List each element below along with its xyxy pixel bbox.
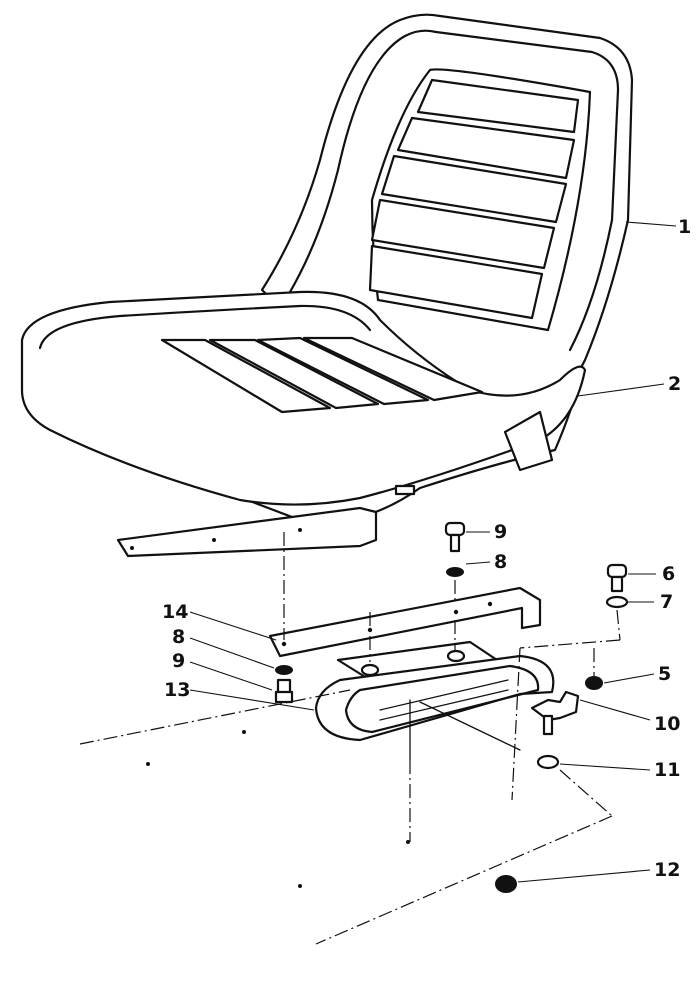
callout-5: 5 <box>658 663 671 685</box>
star-knob <box>530 690 580 722</box>
centerline <box>511 647 521 801</box>
bracket-hole <box>487 601 493 607</box>
slide-lever <box>419 701 521 751</box>
seat-back-inner-rim <box>288 29 620 352</box>
callout-1: 1 <box>678 216 691 238</box>
hex-nut <box>585 676 603 690</box>
seat-cushion-rim <box>38 304 372 350</box>
callout-9-left: 9 <box>172 650 185 672</box>
slide-assembly <box>314 640 555 761</box>
speck <box>298 884 302 888</box>
leader-line <box>189 661 273 691</box>
back-rib-4 <box>370 198 556 270</box>
bracket-hole <box>453 609 459 615</box>
bolt-shank <box>449 533 461 553</box>
flat-washer <box>536 754 560 770</box>
callout-13: 13 <box>164 679 190 701</box>
seat-rib-4 <box>302 336 484 402</box>
seat-mount-rail <box>116 506 378 558</box>
specks <box>146 730 410 888</box>
leader-line <box>577 383 665 397</box>
bolt-head <box>606 563 628 579</box>
bracket-hole <box>281 641 287 647</box>
centerline <box>559 769 613 817</box>
hex-nut <box>495 875 517 893</box>
leader-line <box>579 699 651 721</box>
upper-bracket <box>268 586 542 658</box>
centerline <box>79 689 351 745</box>
callout-9-top: 9 <box>494 521 507 543</box>
back-rib-1 <box>416 78 580 134</box>
leader-line <box>189 689 315 711</box>
centerline <box>315 815 613 945</box>
seat-rear-bracket <box>503 410 554 472</box>
callout-12: 12 <box>654 859 680 881</box>
speck <box>242 730 246 734</box>
callout-10: 10 <box>654 713 680 735</box>
slide-slot <box>446 649 466 663</box>
seat-assembly <box>20 13 634 558</box>
upper-bracket-plate <box>268 586 542 658</box>
lock-washer <box>275 665 293 675</box>
back-rib-2 <box>396 116 576 180</box>
seat-rib-1 <box>160 338 332 414</box>
callout-7: 7 <box>660 591 673 613</box>
callout-11: 11 <box>654 759 680 781</box>
lock-washer <box>446 567 464 577</box>
back-rib-3 <box>380 154 568 224</box>
leader-line <box>603 673 655 684</box>
knob-stud <box>542 714 554 736</box>
seat-rib-3 <box>256 336 430 406</box>
rail-hole <box>298 528 302 532</box>
leader-line <box>189 637 275 669</box>
bolt-head <box>444 521 466 537</box>
leader-line <box>625 221 677 227</box>
centerline <box>519 639 621 649</box>
speck <box>406 840 410 844</box>
callout-14: 14 <box>162 601 188 623</box>
slide-slot-track <box>344 664 540 734</box>
rail-hole <box>130 546 134 550</box>
callout-2: 2 <box>668 373 681 395</box>
slide-body <box>314 654 555 742</box>
bolt-head <box>274 690 294 704</box>
slide-slot-line <box>379 679 509 711</box>
seat-clip <box>394 484 416 496</box>
leader-lines <box>189 221 677 883</box>
callout-6: 6 <box>662 563 675 585</box>
speck <box>146 762 150 766</box>
leader-line <box>465 561 491 565</box>
slide-slot <box>360 663 380 677</box>
flat-washer <box>605 595 629 609</box>
rail-hole <box>212 538 216 542</box>
slide-slot-line <box>379 689 509 721</box>
callout-8-left: 8 <box>172 626 185 648</box>
centerlines <box>79 532 621 945</box>
callouts: 1 2 5 6 7 8 8 9 9 10 11 12 13 14 <box>162 216 691 881</box>
leader-line <box>189 611 277 641</box>
callout-8-top: 8 <box>494 551 507 573</box>
seat-rib-2 <box>208 338 380 410</box>
leader-line <box>517 869 651 883</box>
hardware <box>274 521 629 893</box>
bolt-shank <box>610 575 624 593</box>
leader-line <box>559 763 651 771</box>
back-rib-5 <box>368 244 544 320</box>
centerline <box>616 609 621 641</box>
